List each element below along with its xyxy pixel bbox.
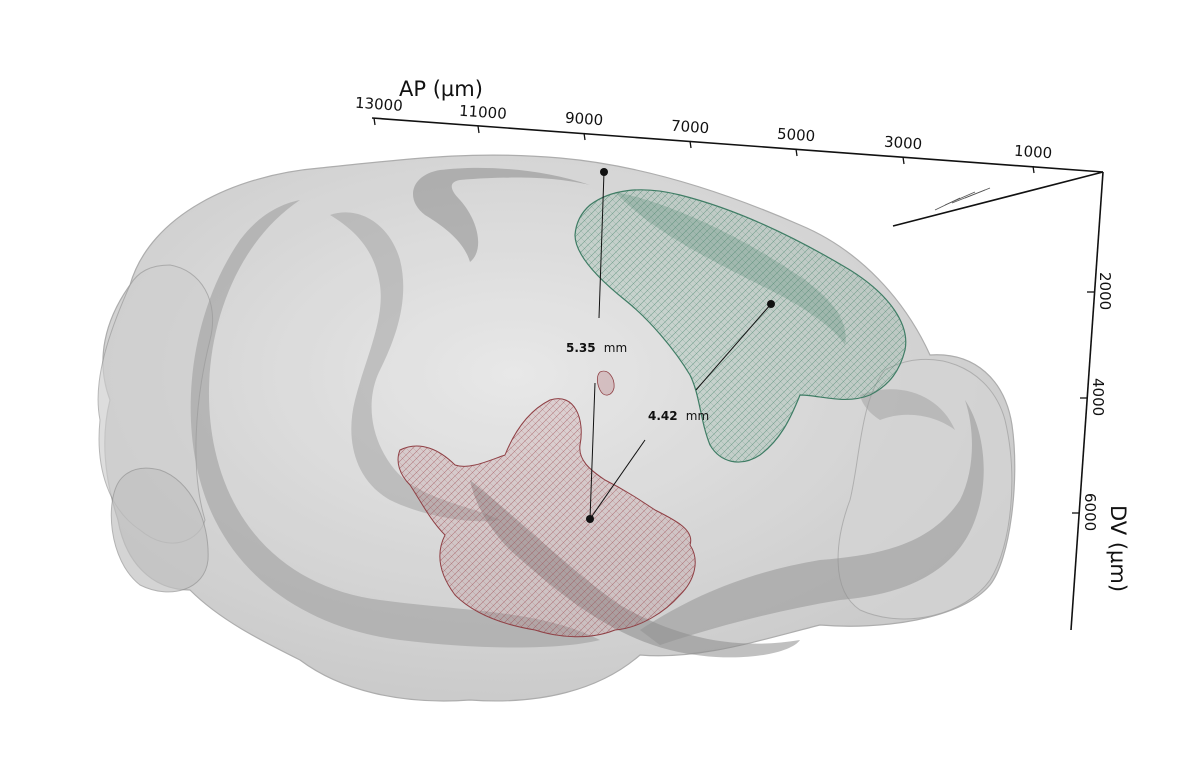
measure-endpoint-green <box>767 300 775 308</box>
ap-tick-mark <box>1032 165 1035 174</box>
green-region-inner-fold <box>615 192 846 345</box>
ap-tick-label: 3000 <box>883 133 922 154</box>
measure-endpoint-top <box>600 168 608 176</box>
ap-axis: AP (µm) 13000 11000 9000 7000 5000 3000 1000 <box>354 77 1104 174</box>
ap-tick-mark <box>477 125 480 134</box>
measure-line-bottom <box>589 382 596 520</box>
ap-tick-mark <box>795 148 798 157</box>
ap-axis-ticks: 13000 11000 9000 7000 5000 3000 1000 <box>354 94 1053 174</box>
ap-axis-line <box>371 117 1104 173</box>
measurement-4-42: 4.42 mm <box>589 300 775 520</box>
white-matter-band-hook <box>413 167 590 262</box>
measure-shared-endpoint <box>586 515 594 523</box>
red-region-wire <box>398 398 696 637</box>
measure-label-4-42: 4.42 mm <box>648 409 709 423</box>
dv-axis-title: DV (µm) <box>1106 505 1130 592</box>
green-region-wire <box>575 189 906 463</box>
red-region-small-blob <box>596 370 615 396</box>
ap-tick-label: 9000 <box>564 109 603 130</box>
red-region-mesh <box>397 370 696 638</box>
measure-line-lower <box>589 439 646 520</box>
ap-tick-mark <box>689 140 692 149</box>
ap-tick-label: 13000 <box>354 94 403 115</box>
olfactory-bulb <box>110 467 209 593</box>
ml-axis-fine-marks <box>934 187 991 211</box>
measurement-5-35: 5.35 mm <box>566 168 627 520</box>
measure-line-top <box>598 171 605 319</box>
ap-tick-mark <box>373 117 376 126</box>
measure-label-5-35: 5.35 mm <box>566 341 627 355</box>
measure-line-upper <box>695 303 772 391</box>
ap-tick-label: 1000 <box>1013 142 1052 163</box>
brainstem-band <box>640 400 984 645</box>
dv-axis-line <box>1070 171 1104 631</box>
ml-axis <box>892 171 1104 227</box>
ap-tick-label: 7000 <box>670 117 709 138</box>
dv-tick-label: 4000 <box>1089 378 1107 416</box>
ap-tick-label: 5000 <box>776 125 815 146</box>
dv-axis-ticks: 2000 4000 6000 <box>1072 272 1114 531</box>
dv-tick-label: 6000 <box>1081 493 1099 531</box>
ap-tick-label: 11000 <box>458 102 507 123</box>
dv-axis: DV (µm) 2000 4000 6000 <box>1070 171 1130 631</box>
ventricle-curve <box>330 212 500 522</box>
dv-tick-label: 2000 <box>1096 272 1114 310</box>
ap-tick-mark <box>583 132 586 141</box>
cortex-fold-right <box>860 389 955 430</box>
green-region-mesh <box>574 189 907 463</box>
ap-axis-title: AP (µm) <box>399 77 483 101</box>
ap-tick-mark <box>902 156 905 165</box>
ml-axis-line <box>892 171 1104 227</box>
